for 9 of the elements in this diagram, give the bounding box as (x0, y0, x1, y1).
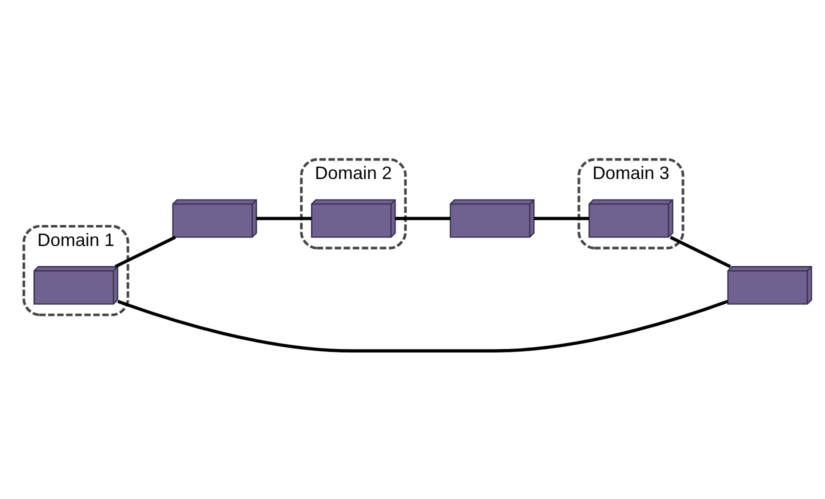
cluster: Domain 3 (578, 158, 684, 249)
connector (114, 235, 176, 268)
cluster: Domain 1 (22, 224, 130, 316)
connector (395, 216, 450, 220)
connector (670, 235, 732, 268)
cluster: Domain 2 (300, 158, 407, 249)
connector (534, 216, 590, 220)
connector (256, 216, 312, 220)
connector (117, 299, 728, 352)
